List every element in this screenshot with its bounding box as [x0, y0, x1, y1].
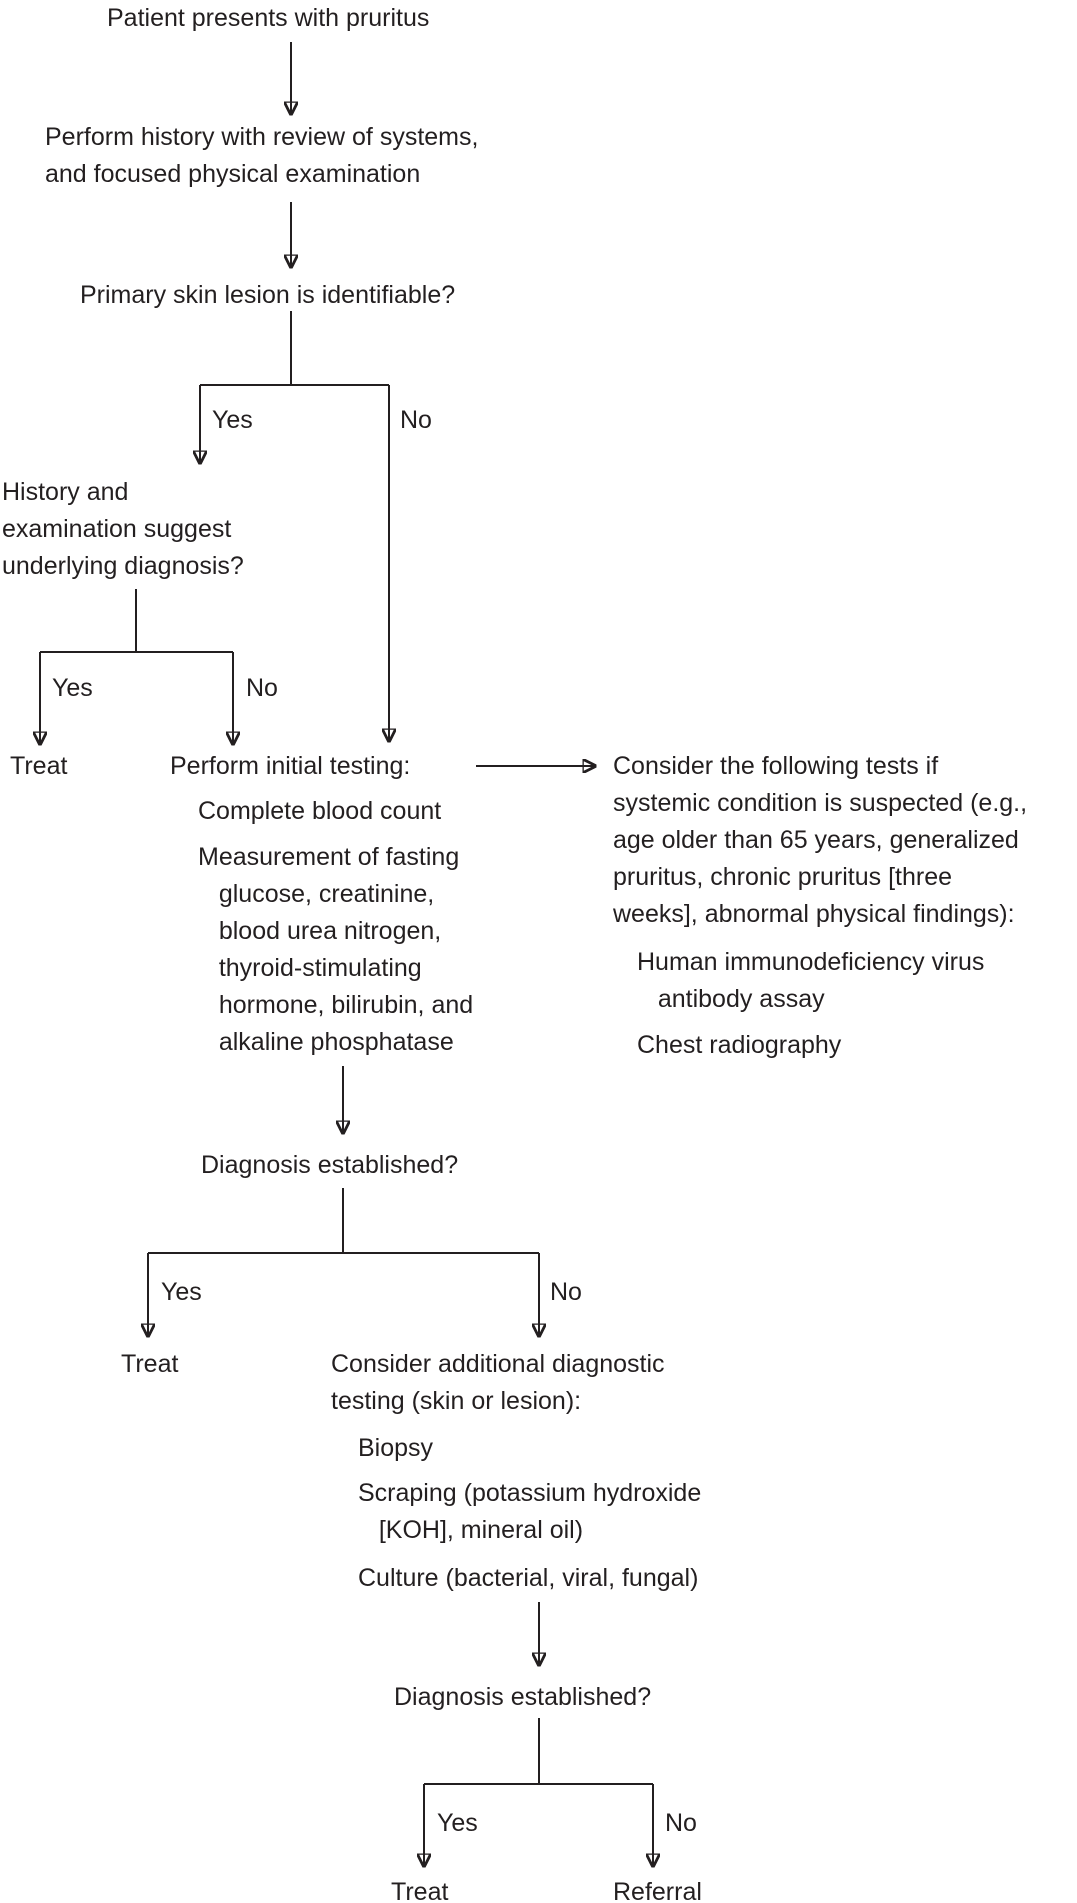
node-treat-3: Treat [391, 1878, 449, 1903]
branch3-yes-label: Yes [161, 1278, 202, 1306]
node-initial-testing-title: Perform initial testing: [170, 752, 411, 780]
node-additional-testing-title: Consider additional diagnostic testing (… [331, 1350, 665, 1415]
question-diagnosis-established-1: Diagnosis established? [201, 1151, 459, 1179]
branch2-no-label: No [246, 674, 278, 702]
branch4-yes-label: Yes [437, 1809, 478, 1837]
node-treat-2: Treat [121, 1350, 179, 1378]
branch4-no-label: No [665, 1809, 697, 1837]
node-start: Patient presents with pruritus [107, 4, 430, 32]
branch1-yes-label: Yes [212, 406, 253, 434]
node-initial-testing-cbc: Complete blood count [198, 797, 442, 825]
branch3-no-label: No [550, 1278, 582, 1306]
node-systemic-tests-hiv: Human immunodeficiency virus antibody as… [637, 948, 985, 1013]
node-additional-testing-scraping: Scraping (potassium hydroxide [KOH], min… [358, 1479, 702, 1544]
node-initial-testing-measurements: Measurement of fasting glucose, creatini… [198, 843, 474, 1056]
question-primary-skin-lesion: Primary skin lesion is identifiable? [80, 281, 456, 309]
node-referral: Referral [613, 1878, 702, 1903]
node-systemic-tests-chest: Chest radiography [637, 1031, 842, 1059]
question-underlying-diagnosis: History and examination suggest underlyi… [2, 478, 244, 580]
node-history-exam: Perform history with review of systems, … [45, 123, 479, 188]
question-diagnosis-established-2: Diagnosis established? [394, 1683, 652, 1711]
node-treat-1: Treat [10, 752, 68, 780]
node-additional-testing-biopsy: Biopsy [358, 1434, 434, 1462]
branch2-yes-label: Yes [52, 674, 93, 702]
branch1-no-label: No [400, 406, 432, 434]
node-additional-testing-culture: Culture (bacterial, viral, fungal) [358, 1564, 699, 1592]
node-systemic-tests-intro: Consider the following tests if systemic… [613, 752, 1028, 928]
